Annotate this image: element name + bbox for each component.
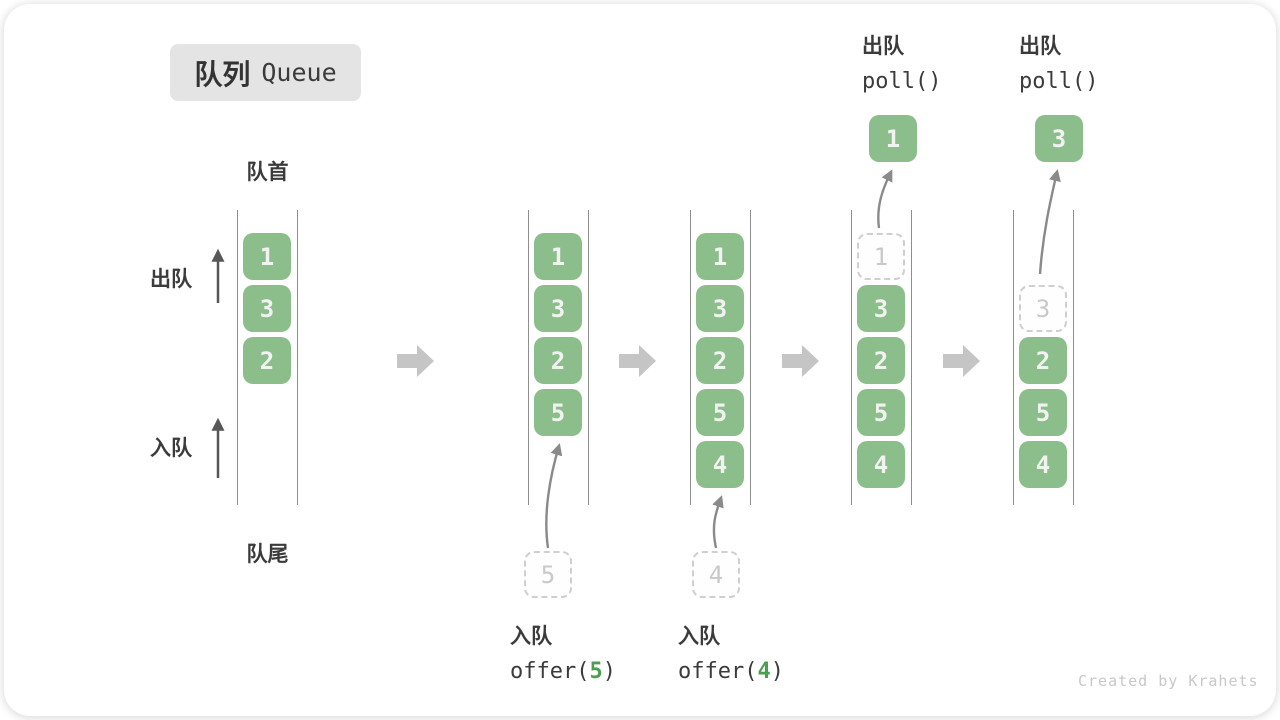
queue-cell-dashed: 3 <box>1019 285 1067 332</box>
pending-enqueue-box-4: 4 <box>692 551 740 598</box>
poll-3-caption: 出队 poll() <box>1019 30 1098 94</box>
queue-cell: 2 <box>696 337 744 384</box>
queue-state-1: 1 3 2 <box>237 210 298 505</box>
enqueue-4-caption-code: offer(4) <box>678 659 784 684</box>
title-badge: 队列 Queue <box>170 44 361 101</box>
dequeue-label: 出队 <box>150 268 192 291</box>
queue-cell: 1 <box>696 233 744 280</box>
poll-result-box-3: 3 <box>1035 115 1083 162</box>
poll-3-caption-zh: 出队 <box>1019 35 1061 58</box>
queue-cell: 5 <box>1019 389 1067 436</box>
code-arg: 5 <box>589 659 603 684</box>
queue-state-3: 1 3 2 5 4 <box>690 210 751 505</box>
queue-cell: 3 <box>696 285 744 332</box>
enqueue-5-caption-code: offer(5) <box>510 659 616 684</box>
enqueue-4-caption: 入队 offer(4) <box>678 620 784 684</box>
queue-front-label: 队首 <box>246 161 289 184</box>
queue-cell: 2 <box>243 337 291 384</box>
pending-enqueue-box-5: 5 <box>524 551 572 598</box>
poll-3-caption-code: poll() <box>1019 69 1099 94</box>
code-arg: 4 <box>757 659 771 684</box>
queue-cell: 2 <box>534 337 582 384</box>
queue-cell: 5 <box>857 389 905 436</box>
enqueue-4-caption-zh: 入队 <box>678 625 720 648</box>
figure-card <box>4 4 1276 716</box>
enqueue-5-caption-zh: 入队 <box>510 625 552 648</box>
queue-cell: 4 <box>696 441 744 488</box>
poll-1-caption: 出队 poll() <box>862 30 941 94</box>
title-en: Queue <box>261 58 337 87</box>
queue-cell: 1 <box>534 233 582 280</box>
poll-1-caption-code: poll() <box>862 69 942 94</box>
code-post: ) <box>602 659 616 684</box>
poll-result-box-1: 1 <box>869 115 917 162</box>
queue-cell-dashed: 1 <box>857 233 905 280</box>
queue-state-2: 1 3 2 5 <box>528 210 589 505</box>
queue-cell: 1 <box>243 233 291 280</box>
enqueue-label: 入队 <box>150 437 192 460</box>
queue-state-4: 1 3 2 5 4 <box>851 210 912 505</box>
queue-rear-label: 队尾 <box>246 543 289 566</box>
watermark: Created by Krahets <box>1078 672 1259 690</box>
code-pre: offer( <box>678 659 758 684</box>
code-pre: offer( <box>510 659 590 684</box>
queue-cell: 2 <box>857 337 905 384</box>
queue-cell: 3 <box>243 285 291 332</box>
title-zh: 队列 <box>194 58 251 90</box>
queue-cell: 4 <box>857 441 905 488</box>
enqueue-5-caption: 入队 offer(5) <box>510 620 616 684</box>
code-post: ) <box>770 659 784 684</box>
poll-1-caption-zh: 出队 <box>862 35 904 58</box>
queue-cell: 5 <box>696 389 744 436</box>
queue-cell: 3 <box>857 285 905 332</box>
queue-cell: 3 <box>534 285 582 332</box>
queue-cell: 2 <box>1019 337 1067 384</box>
queue-cell: 5 <box>534 389 582 436</box>
queue-cell: 4 <box>1019 441 1067 488</box>
queue-state-5: 3 2 5 4 <box>1013 210 1074 505</box>
